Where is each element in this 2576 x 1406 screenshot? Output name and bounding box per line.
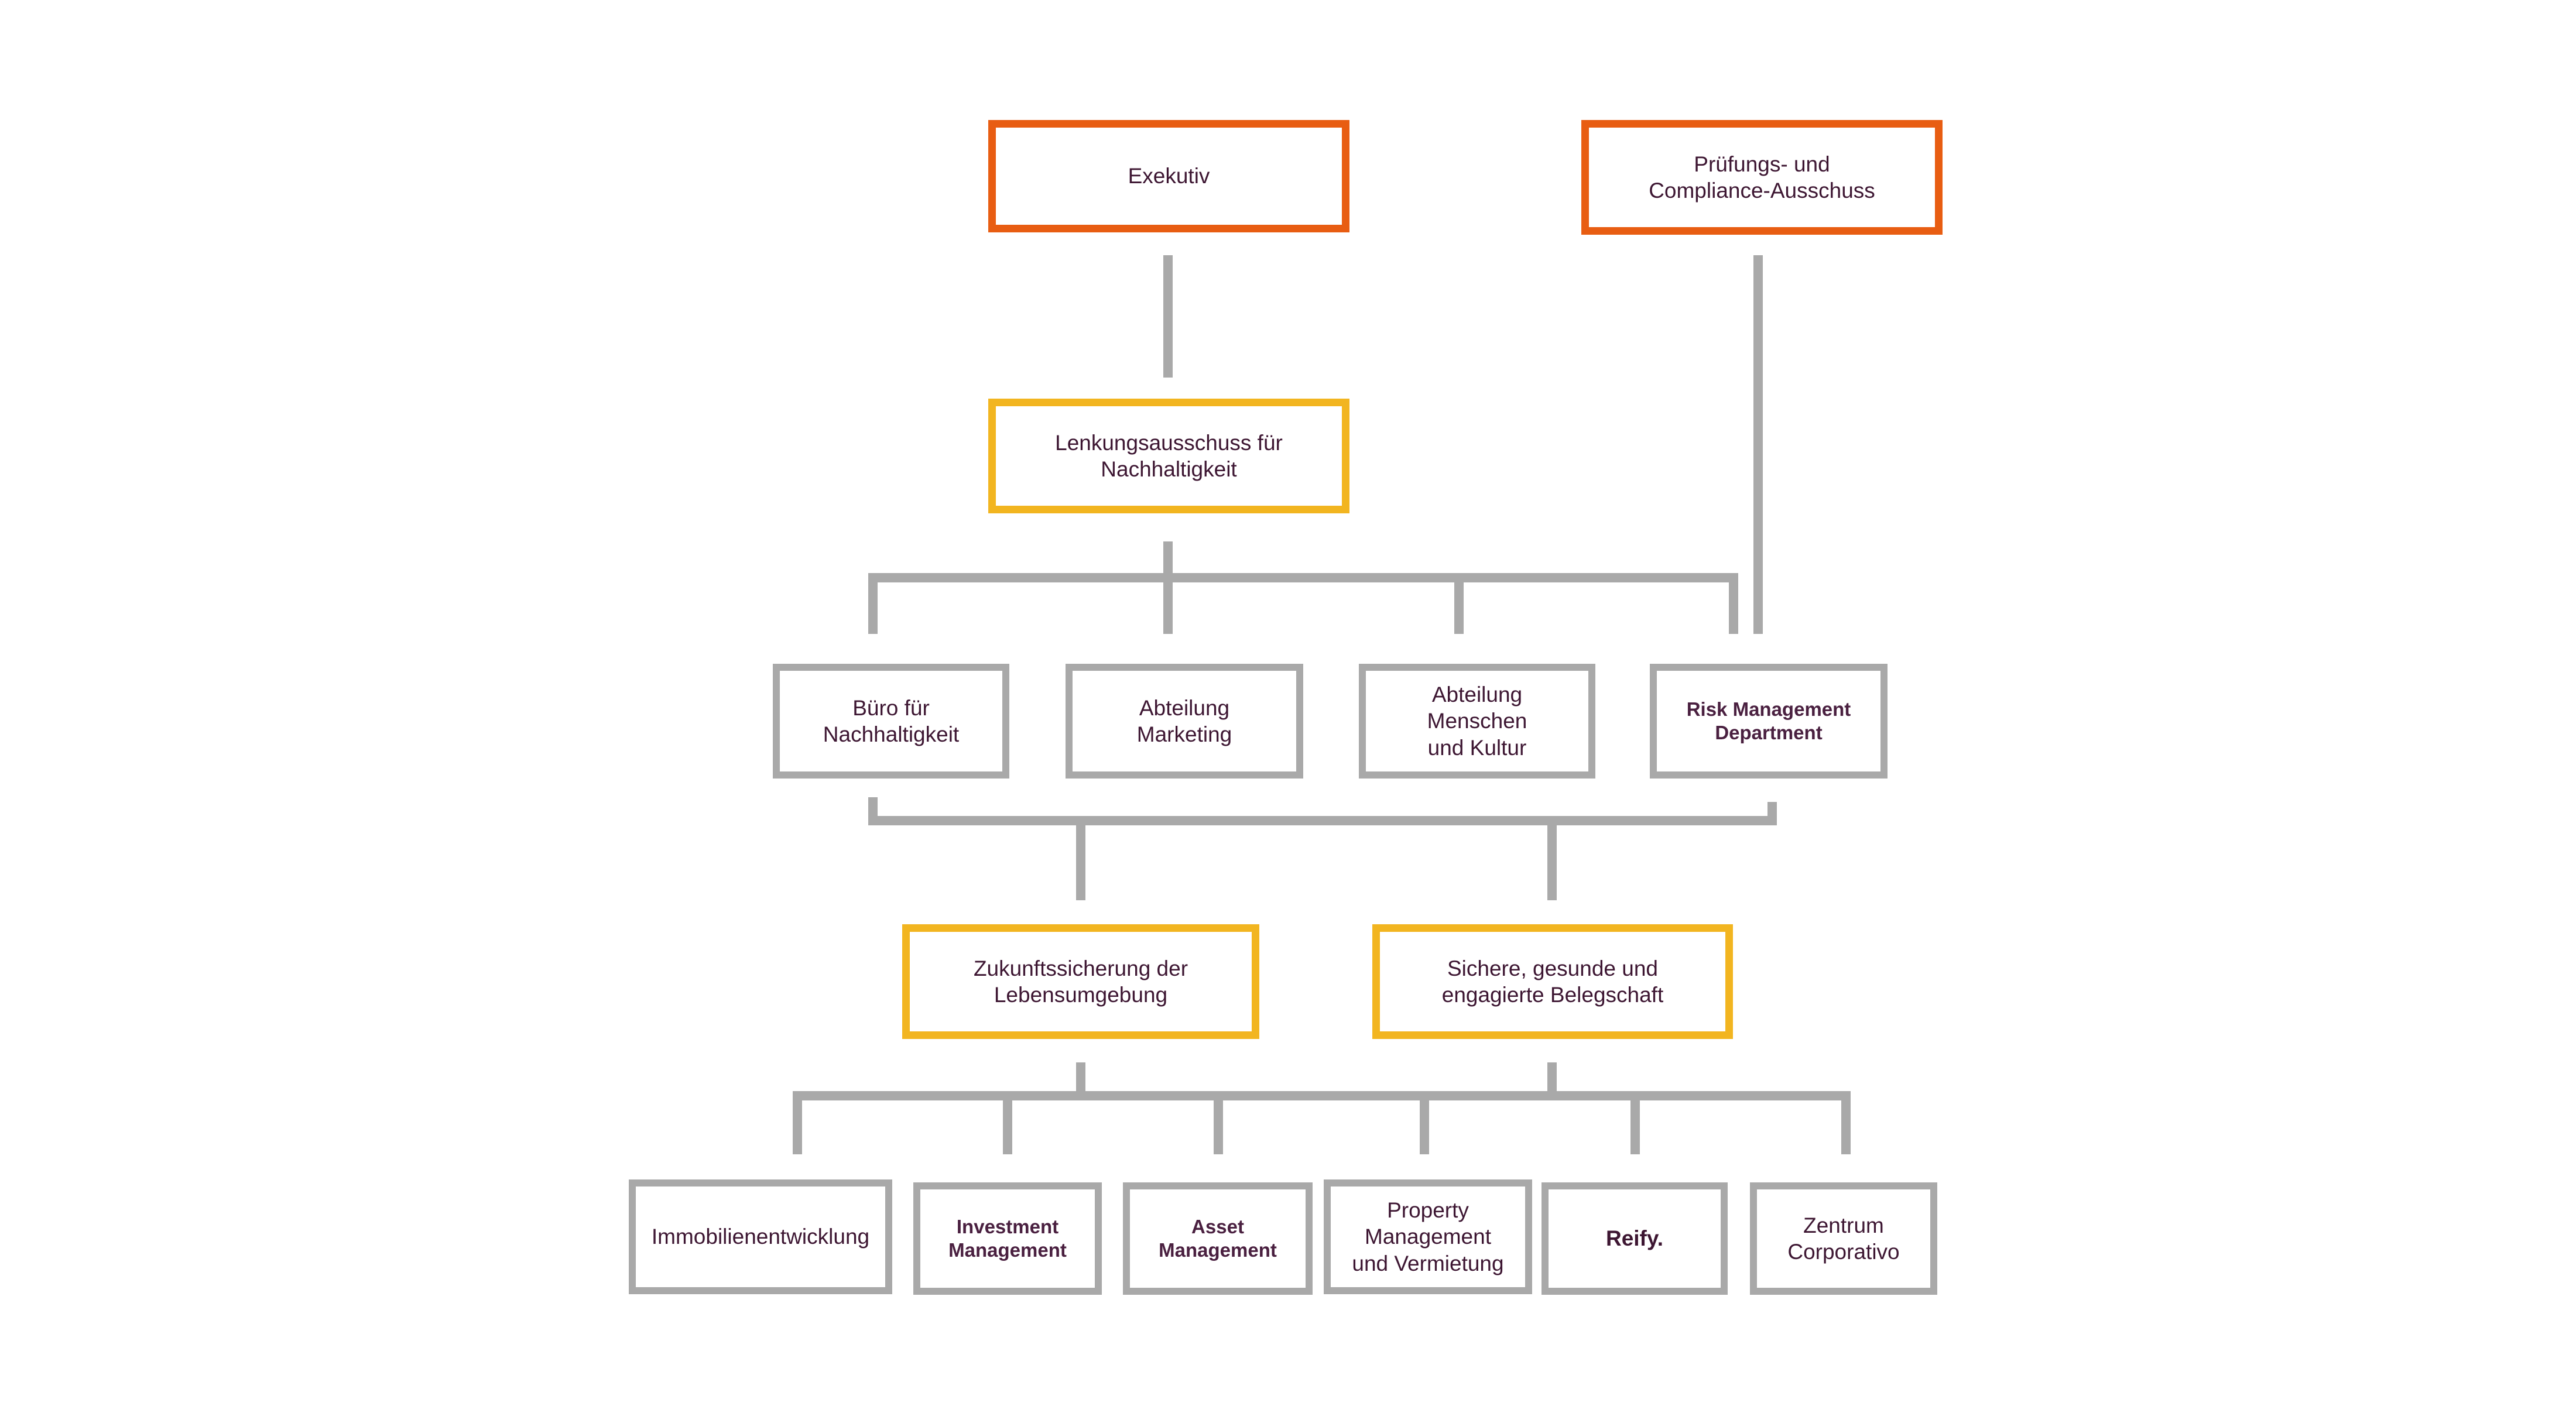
node-exekutiv: Exekutiv: [988, 120, 1349, 232]
node-sichere-belegschaft: Sichere, gesunde und engagierte Belegsch…: [1372, 924, 1733, 1039]
node-risk-management: Risk Management Department: [1650, 664, 1888, 779]
node-abteilung-marketing: Abteilung Marketing: [1066, 664, 1303, 779]
node-pruefungs-ausschuss: Prüfungs- und Compliance-Ausschuss: [1581, 120, 1943, 235]
node-zukunft-label: Zukunftssicherung der Lebensumgebung: [973, 956, 1188, 1007]
node-lenkungsausschuss: Lenkungsausschuss für Nachhaltigkeit: [988, 399, 1349, 513]
node-reify: Reify.: [1542, 1182, 1728, 1295]
node-buero-label: Büro für Nachhaltigkeit: [823, 695, 960, 746]
node-immobilienentwicklung: Immobilienentwicklung: [629, 1179, 892, 1294]
node-sichere-label: Sichere, gesunde und engagierte Belegsch…: [1441, 956, 1664, 1007]
node-lenkungsausschuss-label: Lenkungsausschuss für Nachhaltigkeit: [1055, 430, 1283, 481]
node-reify-label: Reify.: [1605, 1226, 1663, 1251]
node-menschen-label: Abteilung Menschen und Kultur: [1427, 683, 1527, 760]
node-investment-label: Investment Management: [948, 1215, 1067, 1261]
node-asset-label: Asset Management: [1159, 1215, 1277, 1261]
node-immobilien-label: Immobilienentwicklung: [651, 1225, 870, 1249]
node-zentrum-label: Zentrum Corporativo: [1787, 1213, 1900, 1264]
node-abteilung-menschen: Abteilung Menschen und Kultur: [1359, 664, 1595, 779]
node-property-management: Property Management und Vermietung: [1324, 1179, 1532, 1294]
node-property-label: Property Management und Vermietung: [1352, 1198, 1504, 1275]
node-risk-label: Risk Management Department: [1686, 698, 1851, 743]
node-buero-nachhaltigkeit: Büro für Nachhaltigkeit: [773, 664, 1009, 779]
node-marketing-label: Abteilung Marketing: [1136, 695, 1232, 746]
node-zukunftssicherung: Zukunftssicherung der Lebensumgebung: [902, 924, 1259, 1039]
node-pruefungs-label: Prüfungs- und Compliance-Ausschuss: [1649, 152, 1875, 203]
node-zentrum-corporativo: Zentrum Corporativo: [1750, 1182, 1937, 1295]
node-investment-management: Investment Management: [913, 1182, 1102, 1295]
node-asset-management: Asset Management: [1123, 1182, 1313, 1295]
node-exekutiv-label: Exekutiv: [1128, 164, 1210, 188]
